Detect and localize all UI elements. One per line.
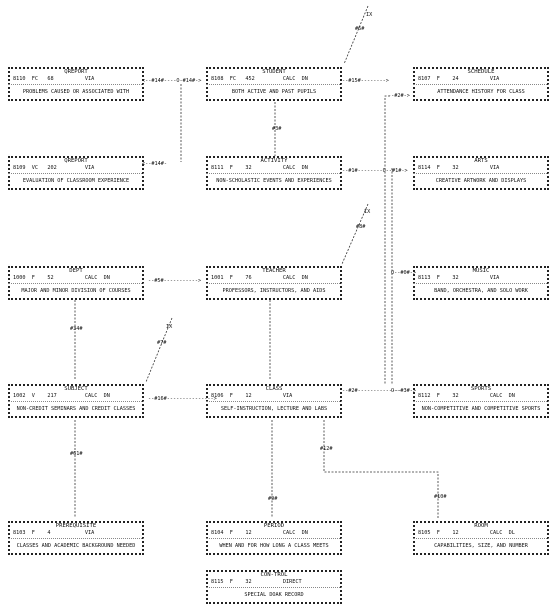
record-name: ARTS xyxy=(474,158,488,164)
label-l2a: --#2#-> xyxy=(388,93,410,99)
record-box-prerequisite: PREREQUISITE 8103 F 4 VIA CLASSES AND AC… xyxy=(8,521,144,555)
record-stats: 8105 F 12 CALC DL xyxy=(418,530,515,536)
label-l1: --#1#--------O--#1#-> xyxy=(342,168,408,174)
record-description: BAND, ORCHESTRA, AND SOLO WORK xyxy=(434,288,528,294)
connector-class-room xyxy=(323,420,439,518)
record-box-qreport-2: QREPORT 8109 VC 202 VIA EVALUATION OF CL… xyxy=(8,156,144,190)
record-name: PERIOD xyxy=(263,523,285,529)
record-description: EVALUATION OF CLASSROOM EXPERIENCE xyxy=(22,178,130,184)
record-description: MAJOR AND MINOR DIVISION OF COURSES xyxy=(21,288,131,294)
record-description: SPECIAL DOAK RECORD xyxy=(244,592,304,598)
record-stats: 1002 V 217 CALC DN xyxy=(13,393,110,399)
label-x1: IX xyxy=(366,12,373,18)
label-l14b: <--#14#- xyxy=(142,161,167,167)
label-c9: #9# xyxy=(268,496,278,502)
label-l0: O--#0#-> xyxy=(391,270,416,276)
label-c61: #61# xyxy=(70,451,83,457)
record-box-subject: SUBJECT 1002 V 217 CALC DN NON-CREDIT SE… xyxy=(8,384,144,418)
label-l5: --#5#-----------> xyxy=(148,278,201,284)
connector-student-top xyxy=(343,5,369,65)
record-name: SPORTS xyxy=(470,386,492,392)
label-c8: #8# xyxy=(356,224,366,230)
record-stats: 8109 VC 202 VIA xyxy=(13,165,95,171)
record-stats: 8113 F 32 VIA xyxy=(418,275,500,281)
record-name: ROOM xyxy=(474,523,488,529)
record-description: SELF-INSTRUCTION, LECTURE AND LABS xyxy=(220,406,328,412)
record-description: WHEN AND FOR HOW LONG A CLASS MEETS xyxy=(219,543,329,549)
record-name: MUSIC xyxy=(472,268,490,274)
record-box-activity: ACTIVITY 8111 F 32 CALC DN NON-SCHOLASTI… xyxy=(206,156,342,190)
record-stats: 8112 F 32 CALC DN xyxy=(418,393,515,399)
label-c6: #6# xyxy=(355,26,365,32)
record-name: QREPORT xyxy=(64,158,88,164)
record-stats: 1001 F 76 CALC DN xyxy=(211,275,308,281)
record-name: ACTIVITY xyxy=(260,158,288,164)
record-stats: 8107 F 24 VIA xyxy=(418,76,500,82)
record-name: SCHEDULE xyxy=(467,69,495,75)
label-c34: #34# xyxy=(70,326,83,332)
label-l3: O--#3#-> xyxy=(391,388,416,394)
record-box-teacher: TEACHER 1001 F 76 CALC DN PROFESSORS, IN… xyxy=(206,266,342,300)
label-c10: #10# xyxy=(434,494,447,500)
record-name: STUDENT xyxy=(262,69,286,75)
label-x3: IX xyxy=(166,324,173,330)
record-box-class: CLASS 8106 F 12 VIA SELF-INSTRUCTION, LE… xyxy=(206,384,342,418)
record-stats: 8115 F 32 DIRECT xyxy=(211,579,302,585)
record-name: PREREQUISITE xyxy=(55,523,97,529)
record-description: NON-SCHOLASTIC EVENTS AND EXPERIENCES xyxy=(216,178,332,184)
record-stats: 8103 F 4 VIA xyxy=(13,530,95,536)
label-l14a: <--#14#----O-#14#-> xyxy=(142,78,201,84)
record-box-sports: SPORTS 8112 F 32 CALC DN NON-COMPETITIVE… xyxy=(413,384,549,418)
connector-subject-top xyxy=(145,317,173,383)
record-description: NON-CREDIT SEMINARS AND CREDIT CLASSES xyxy=(16,406,136,412)
record-stats: 8111 F 32 CALC DN xyxy=(211,165,308,171)
record-name: DEPT xyxy=(69,268,83,274)
record-name: CLASS xyxy=(265,386,283,392)
record-box-student: STUDENT 8108 FC 452 CALC DN BOTH ACTIVE … xyxy=(206,67,342,101)
record-box-schedule: SCHEDULE 8107 F 24 VIA ATTENDANCE HISTOR… xyxy=(413,67,549,101)
record-description: CAPABILITIES, SIZE, AND NUMBER xyxy=(434,543,528,549)
record-name: SUBJECT xyxy=(64,386,88,392)
record-description: PROBLEMS CAUSED OR ASSOCIATED WITH xyxy=(22,89,130,95)
connector-bus-right xyxy=(384,95,390,384)
connector-teacher-top xyxy=(341,203,369,265)
record-description: ATTENDANCE HISTORY FOR CLASS xyxy=(437,89,525,95)
record-stats: 8104 F 12 CALC DN xyxy=(211,530,308,536)
label-c3: #3# xyxy=(272,126,282,132)
label-l15: --#15#--------> xyxy=(342,78,389,84)
record-box-dept: DEPT 1000 F 52 CALC DN MAJOR AND MINOR D… xyxy=(8,266,144,300)
label-c7: #7# xyxy=(157,340,167,346)
label-l2b: --#2#-------------- xyxy=(342,388,401,394)
record-stats: 8110 FC 68 VIA xyxy=(13,76,95,82)
record-box-arts: ARTS 8114 F 32 VIA CREATIVE ARTWORK AND … xyxy=(413,156,549,190)
record-box-control: CON-TROL 8115 F 32 DIRECT SPECIAL DOAK R… xyxy=(206,570,342,604)
record-box-room: ROOM 8105 F 12 CALC DL CAPABILITIES, SIZ… xyxy=(413,521,549,555)
record-name: TEACHER xyxy=(262,268,286,274)
record-description: PROFESSORS, INSTRUCTORS, AND AIDS xyxy=(222,288,326,294)
record-box-qreport: QREPORT 8110 FC 68 VIA PROBLEMS CAUSED O… xyxy=(8,67,144,101)
record-description: CLASSES AND ACADEMIC BACKGROUND NEEDED xyxy=(16,543,136,549)
record-stats: 8108 FC 452 CALC DN xyxy=(211,76,308,82)
record-name: CON-TROL xyxy=(260,572,288,578)
record-description: BOTH ACTIVE AND PAST PUPILS xyxy=(231,89,317,95)
record-stats: 8106 F 12 VIA xyxy=(211,393,293,399)
record-description: CREATIVE ARTWORK AND DISPLAYS xyxy=(435,178,527,184)
record-stats: 8114 F 32 VIA xyxy=(418,165,500,171)
record-description: NON-COMPETITIVE AND COMPETITIVE SPORTS xyxy=(421,406,541,412)
label-c12: #12# xyxy=(320,446,333,452)
label-x2: IX xyxy=(364,209,371,215)
label-l16: --#16#---------------> xyxy=(148,396,217,402)
record-box-period: PERIOD 8104 F 12 CALC DN WHEN AND FOR HO… xyxy=(206,521,342,555)
record-stats: 1000 F 52 CALC DN xyxy=(13,275,110,281)
record-name: QREPORT xyxy=(64,69,88,75)
record-box-music: MUSIC 8113 F 32 VIA BAND, ORCHESTRA, AND… xyxy=(413,266,549,300)
